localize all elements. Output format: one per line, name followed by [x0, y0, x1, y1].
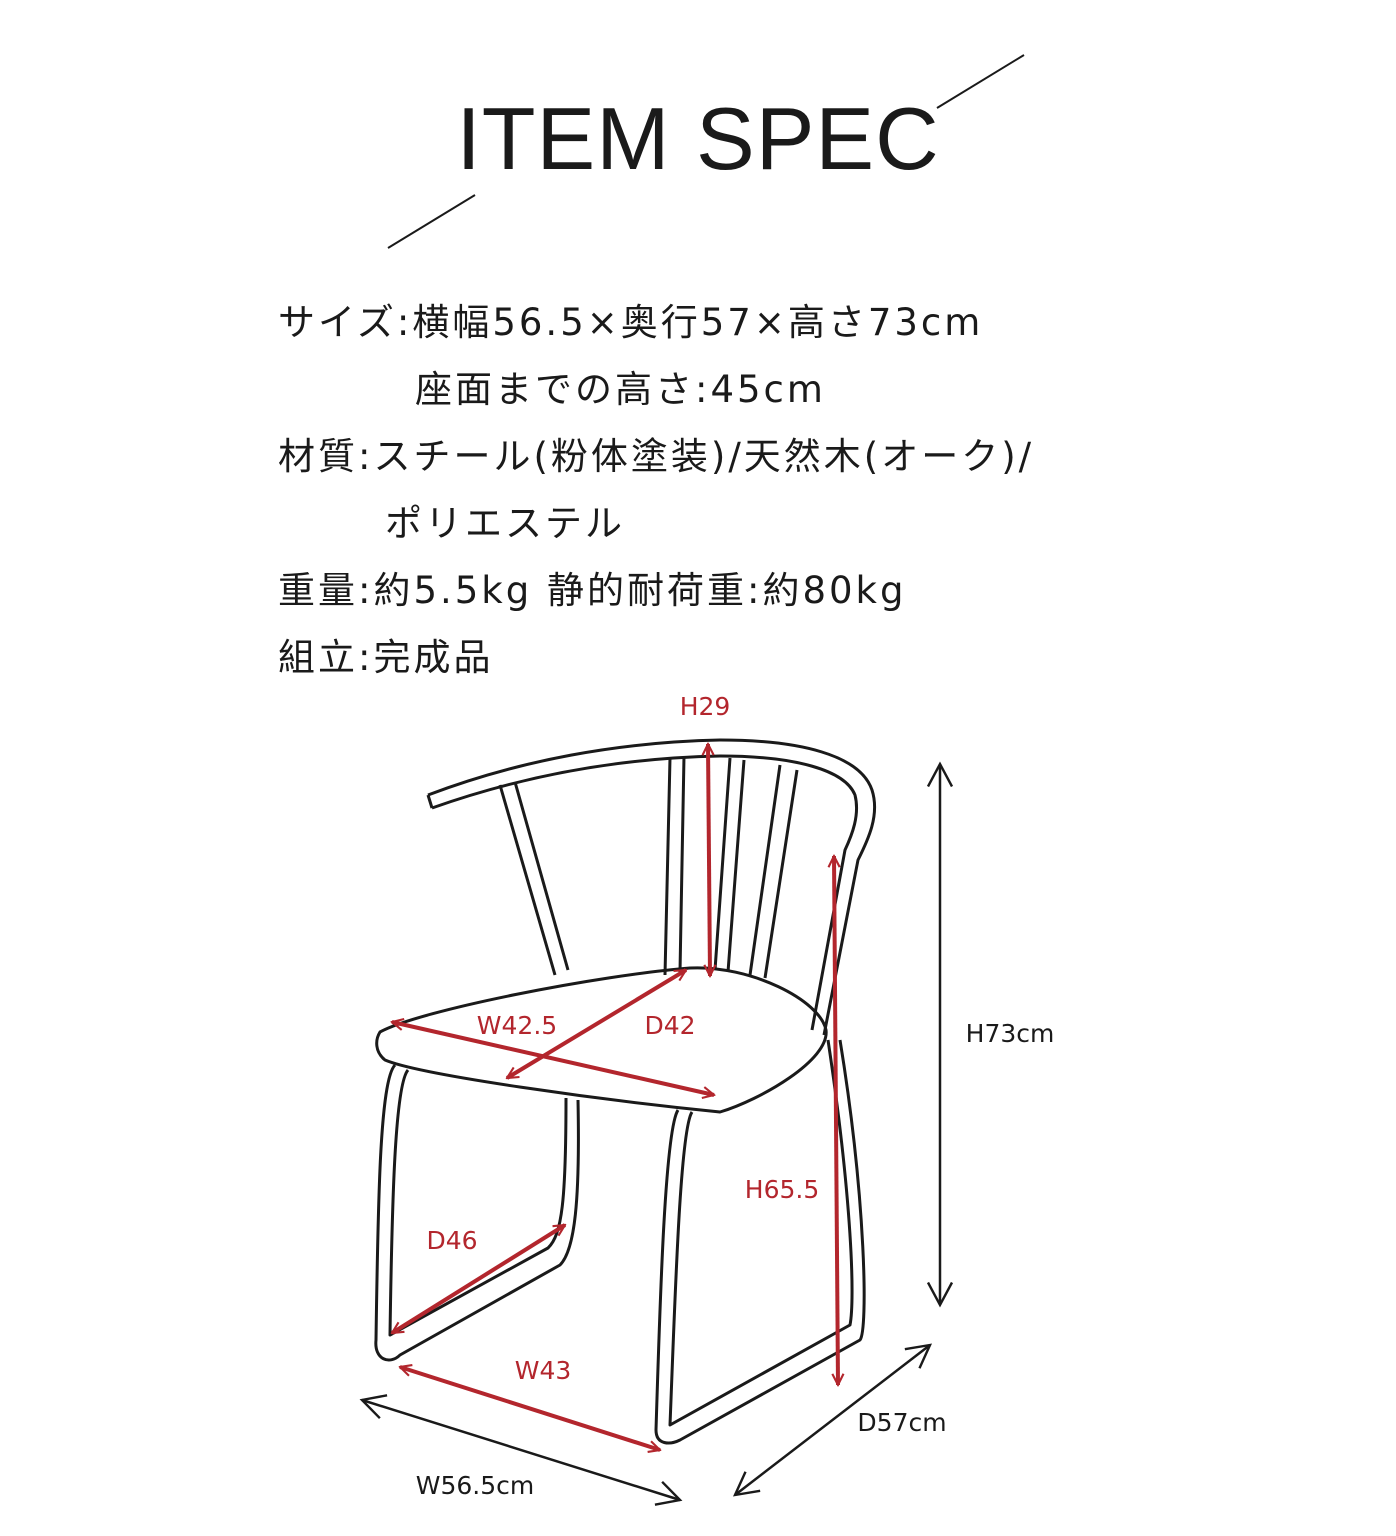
label-h29: H29 [680, 692, 731, 721]
h65-5-arrow [834, 856, 838, 1385]
w56-5-arrow [359, 1394, 683, 1506]
page-title: ITEM SPEC [456, 89, 940, 188]
d46-arrow [392, 1223, 565, 1335]
title-slash-right [936, 54, 1025, 109]
black-dimension-arrows [359, 761, 954, 1506]
label-w42-5: W42.5 [477, 1011, 557, 1040]
label-d42: D42 [644, 1011, 695, 1040]
spec-material-cont: ポリエステル [385, 502, 625, 545]
label-h65-5: H65.5 [745, 1175, 819, 1204]
spec-material: 材質:スチール(粉体塗装)/天然木(オーク)/ [278, 435, 1035, 478]
label-d57: D57cm [857, 1408, 946, 1437]
label-d46: D46 [426, 1226, 477, 1255]
d57-arrow [732, 1343, 933, 1497]
title-slash-left [387, 194, 476, 249]
spec-assembly: 組立:完成品 [278, 636, 494, 679]
h29-arrow [708, 744, 710, 976]
d42-arrow [507, 968, 686, 1080]
label-w56-5: W56.5cm [416, 1471, 534, 1500]
label-h73: H73cm [966, 1019, 1055, 1048]
red-dimension-arrows [392, 744, 838, 1450]
spec-weight: 重量:約5.5kg 静的耐荷重:約80kg [278, 569, 907, 612]
chair-outline [374, 738, 877, 1445]
spec-seat-height: 座面までの高さ:45cm [415, 368, 826, 411]
label-w43: W43 [515, 1356, 572, 1385]
spec-size: サイズ:横幅56.5×奥行57×高さ73cm [278, 301, 984, 344]
